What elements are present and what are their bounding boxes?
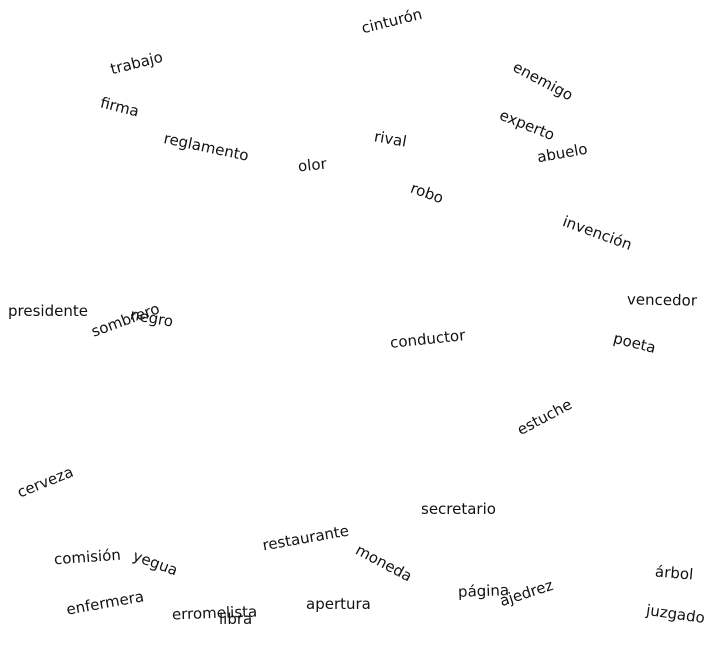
word-rival: rival [372, 127, 408, 151]
word-invencion: invención [560, 212, 635, 254]
word-libra: libra [219, 610, 253, 628]
word-presidente: presidente [8, 302, 88, 320]
word-enfermera: enfermera [64, 587, 146, 619]
word-experto: experto [496, 105, 558, 145]
word-conductor: conductor [389, 326, 467, 352]
word-firma: firma [98, 93, 141, 121]
word-restaurante: restaurante [261, 521, 351, 555]
word-negro: negro [128, 305, 175, 331]
word-yegua: yegua [130, 546, 181, 580]
word-secretario: secretario [421, 500, 496, 518]
word-olor: olor [297, 154, 328, 176]
word-robo: robo [408, 178, 446, 208]
word-moneda: moneda [352, 540, 416, 586]
word-juzgado: juzgado [645, 600, 707, 628]
word-reglamento: reglamento [162, 129, 251, 165]
word-trabajo: trabajo [108, 47, 165, 79]
word-vencedor: vencedor [626, 290, 698, 310]
word-cerveza: cerveza [14, 462, 76, 502]
word-poeta: poeta [611, 329, 658, 357]
word-estuche: estuche [514, 395, 575, 439]
word-abuelo: abuelo [535, 139, 589, 167]
word-cinturon: cinturón [359, 4, 424, 38]
word-apertura: apertura [306, 595, 371, 613]
word-arbol: árbol [654, 562, 694, 584]
word-enemigo: enemigo [509, 57, 577, 105]
word-comision: comisión [53, 545, 122, 569]
